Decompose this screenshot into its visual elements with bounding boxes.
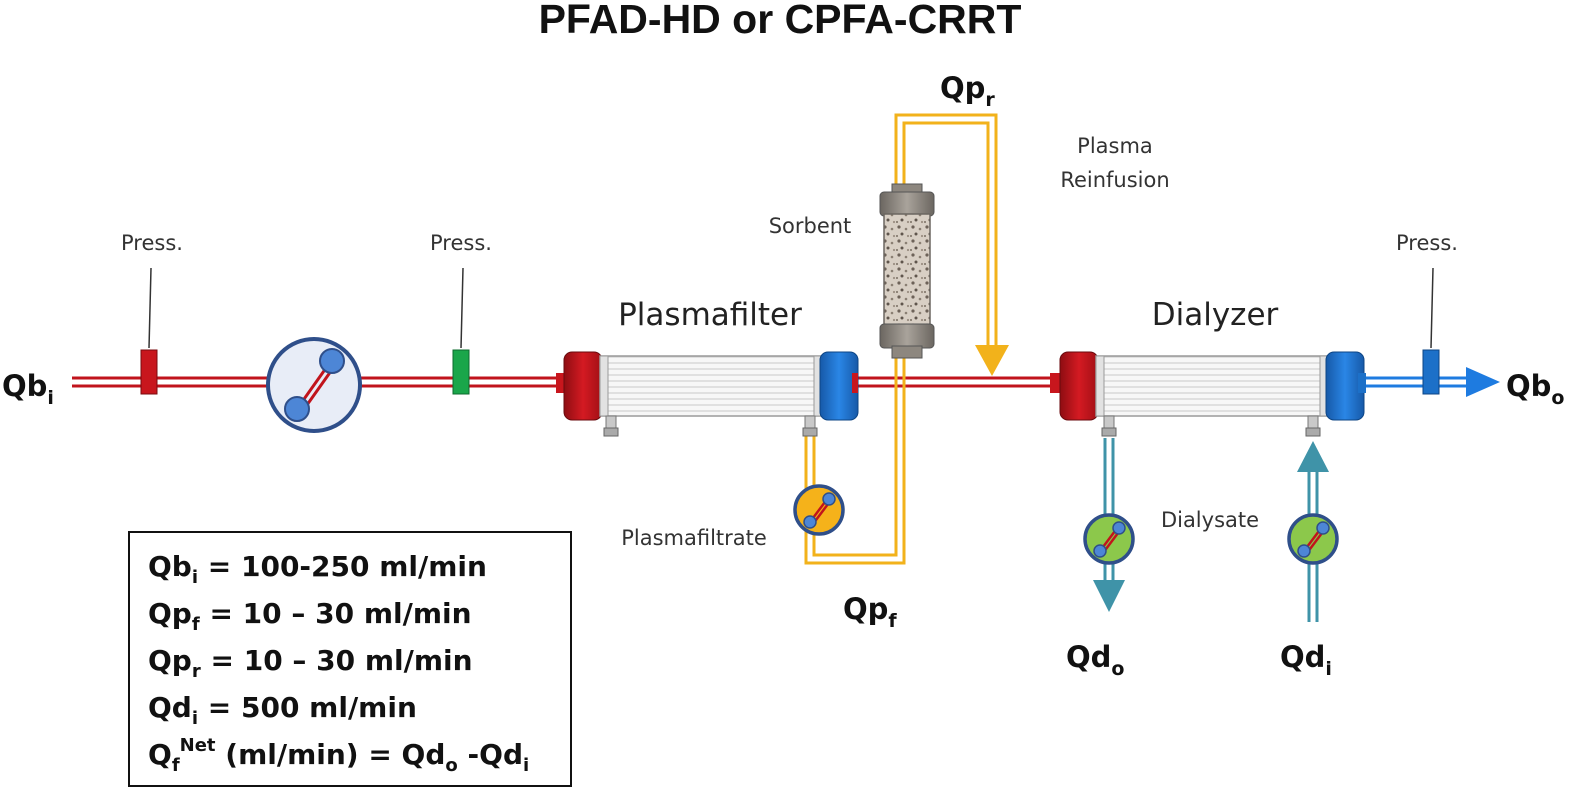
pressure-sensor-2: Press. [430, 231, 492, 395]
plasma-reinfusion-label-2: Reinfusion [1060, 168, 1169, 192]
dialyzer-label: Dialyzer [1152, 297, 1279, 333]
dialyzer-icon [1050, 351, 1366, 437]
press-label-2: Press. [430, 231, 492, 255]
dialysate-in-pump-icon [1287, 513, 1339, 565]
plasmafilter-icon [556, 351, 859, 437]
pressure-sensor-1: Press. [121, 231, 183, 395]
param-qf-net: QfNet (ml/min) = Qdo -Qdi [148, 735, 529, 776]
param-qd-i: Qdi = 500 ml/min [148, 691, 417, 729]
press-label-3: Press. [1396, 231, 1458, 255]
flow-label-qd-o: Qdo [1066, 640, 1124, 680]
press-label-1: Press. [121, 231, 183, 255]
dialysate-label: Dialysate [1161, 508, 1259, 532]
blood-pump-icon [266, 337, 362, 433]
dialysate-out-arrow-icon [1093, 580, 1125, 612]
param-qb-i: Qbi = 100-250 ml/min [148, 550, 487, 588]
flow-label-qp-f: Qpf [843, 592, 897, 632]
plasma-reinfusion-label-1: Plasma [1077, 134, 1153, 158]
blood-out-arrow-icon [1466, 367, 1500, 397]
flow-label-qb-in: Qbi [2, 369, 54, 409]
dialysate-in-arrow-icon [1297, 441, 1329, 472]
flow-parameters-box: Qbi = 100-250 ml/min Qpf = 10 – 30 ml/mi… [128, 531, 572, 787]
param-qp-f: Qpf = 10 – 30 ml/min [148, 597, 472, 635]
plasmafiltrate-label: Plasmafiltrate [621, 526, 767, 550]
dialysate-out-pump-icon [1083, 513, 1135, 565]
plasmafilter-label: Plasmafilter [618, 297, 802, 333]
pressure-sensor-3: Press. [1396, 231, 1458, 395]
blood-line-mid [848, 376, 1050, 388]
plasma-pump-icon [793, 484, 845, 536]
diagram-title: PFAD-HD or CPFA-CRRT [539, 0, 1022, 42]
sorbent-label: Sorbent [769, 214, 852, 238]
sorbent-cartridge-icon [879, 183, 935, 359]
flow-label-qp-r: Qpr [940, 71, 995, 111]
plasma-reinfusion-arrow-icon [975, 345, 1009, 376]
param-qp-r: Qpr = 10 – 30 ml/min [148, 644, 473, 682]
flow-label-qd-i: Qdi [1280, 640, 1332, 680]
flow-label-qb-out: Qbo [1506, 369, 1564, 409]
